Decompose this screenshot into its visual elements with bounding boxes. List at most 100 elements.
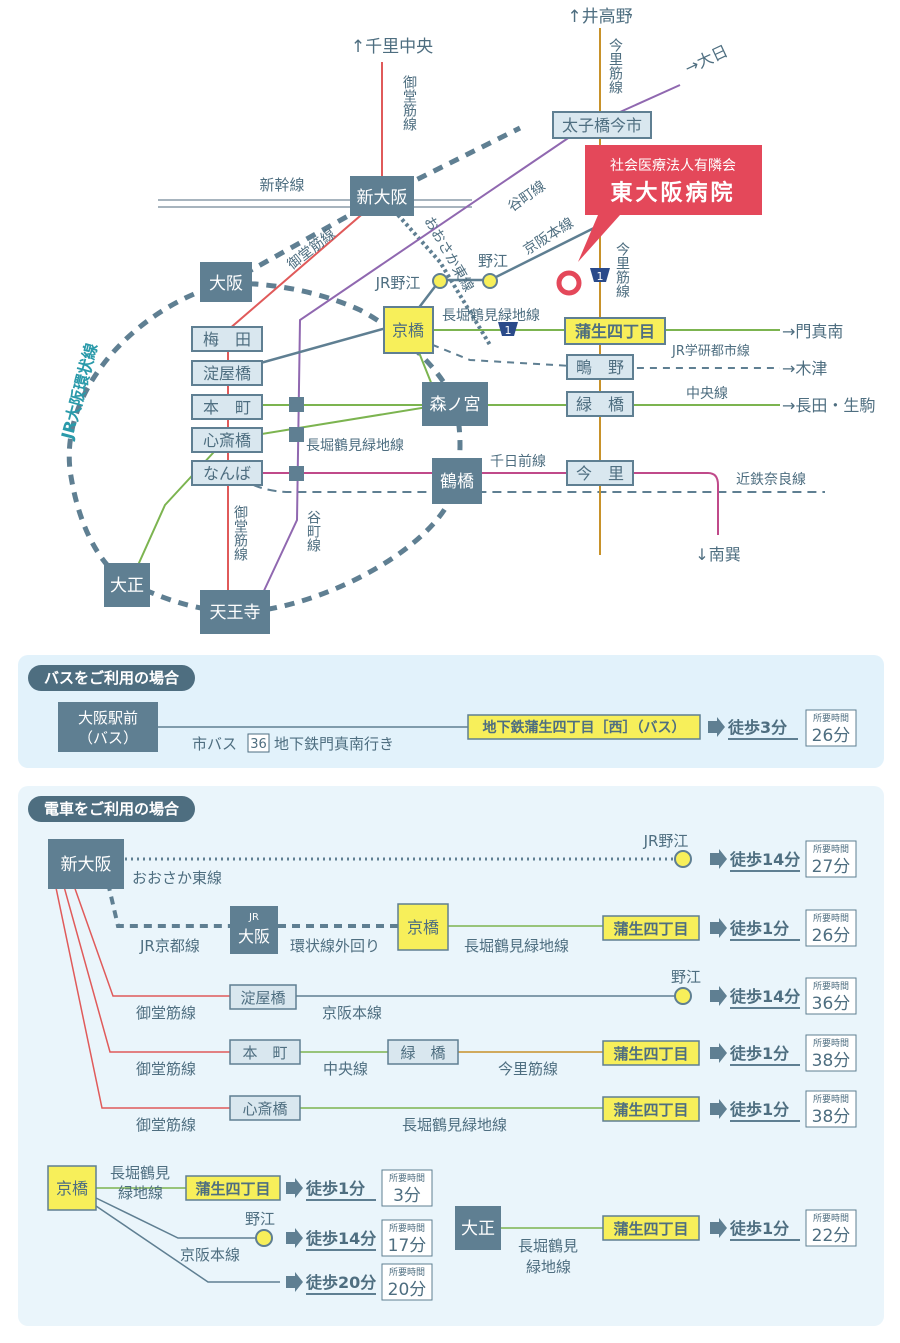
svg-text:新大阪: 新大阪 (357, 188, 408, 208)
station-namba: なんば (191, 460, 263, 486)
label-tanimachi-bottom: 谷町線 (305, 510, 321, 552)
time-caption: 所要時間 (813, 1213, 849, 1224)
dest-itakano: ↑井高野 (567, 7, 632, 27)
svg-text:大正: 大正 (461, 1219, 495, 1239)
station-taisho: 大正 (104, 563, 150, 607)
walk-time-k2: 徒歩14分所要時間17分 (286, 1219, 433, 1257)
label-kintetsu: 近鉄奈良線 (736, 472, 806, 488)
label-loop-outer: 環状線外回り (290, 937, 380, 955)
node-gamo-3: 蒲生四丁目 (602, 1096, 700, 1122)
svg-text:心斎橋: 心斎橋 (242, 1100, 287, 1118)
arrow-icon (710, 1218, 727, 1238)
node-yodoyabashi: 淀屋橋 (229, 984, 297, 1010)
walk-label: 徒歩20分 (305, 1273, 376, 1292)
bus-stop: 地下鉄蒲生四丁目［西］（バス） (467, 714, 701, 740)
time-value: 38分 (812, 1107, 851, 1127)
svg-text:大阪: 大阪 (209, 274, 243, 294)
dest-kizu: →木津 (782, 359, 827, 378)
node-kyobashi: 京橋 (397, 903, 449, 951)
arrow-icon (710, 1043, 727, 1063)
label-midosuji-bottom: 御堂筋線 (232, 505, 248, 561)
jr-kyoto-line (226, 125, 522, 286)
svg-text:本 町: 本 町 (242, 1044, 287, 1062)
bus-route-number: 36 (250, 737, 267, 752)
label-nagahori-4-line1: 長堀鶴見 (518, 1237, 578, 1255)
arrow-icon (286, 1272, 303, 1292)
node-shinsaibashi: 心斎橋 (229, 1095, 301, 1121)
svg-text:鶴橋: 鶴橋 (440, 472, 474, 492)
label-chuo: 中央線 (323, 1060, 368, 1078)
osaka-higashi-line (380, 195, 492, 347)
walk-time-r2: 徒歩1分所要時間26分 (710, 909, 857, 947)
label-midosuji-1: 御堂筋線 (136, 1004, 196, 1022)
walk-time-t1: 徒歩1分所要時間22分 (710, 1209, 857, 1247)
station-tennoji: 天王寺 (200, 590, 270, 634)
label-chuo: 中央線 (686, 386, 728, 402)
time-caption: 所要時間 (813, 844, 849, 855)
nagahori-line (129, 329, 780, 584)
bus-route-prefix: 市バス (192, 735, 237, 753)
node-shin-osaka: 新大阪 (48, 839, 124, 889)
label-imazatosuji-top: 今里筋線 (607, 38, 623, 94)
svg-text:蒲生四丁目: 蒲生四丁目 (195, 1180, 270, 1198)
svg-text:蒲生四丁目: 蒲生四丁目 (575, 322, 655, 341)
station-umeda: 梅 田 (191, 326, 263, 352)
node-noe-2: 野江 (245, 1210, 275, 1247)
time-caption: 所要時間 (813, 1038, 849, 1049)
walk-time-k1: 徒歩1分所要時間3分 (286, 1169, 433, 1207)
walk-label: 徒歩1分 (729, 1100, 789, 1119)
walk-time-r4: 徒歩1分所要時間38分 (710, 1034, 857, 1072)
svg-text:地下鉄蒲生四丁目［西］（バス）: 地下鉄蒲生四丁目［西］（バス） (483, 719, 686, 736)
svg-text:京橋: 京橋 (407, 918, 439, 937)
bus-walk: 徒歩3分 (727, 718, 787, 737)
svg-text:大正: 大正 (110, 576, 144, 596)
time-value: 3分 (393, 1186, 421, 1206)
svg-text:淀屋橋: 淀屋橋 (240, 989, 285, 1007)
label-midosuji-3: 御堂筋線 (136, 1116, 196, 1134)
node-honmachi: 本 町 (229, 1039, 301, 1065)
svg-text:梅 田: 梅 田 (203, 330, 251, 349)
exit-badge-1-right: 1 (590, 268, 610, 283)
walk-label: 徒歩1分 (729, 919, 789, 938)
label-keihan-1: 京阪本線 (322, 1004, 382, 1022)
walk-time-k3: 徒歩20分所要時間20分 (286, 1263, 433, 1301)
node-gamo-5: 蒲生四丁目 (602, 1215, 700, 1241)
station-osaka: 大阪 (200, 262, 252, 302)
hospital-callout: 社会医療法人有隣会 東大阪病院 (578, 145, 762, 262)
label-nagahori-mid: 長堀鶴見緑地線 (306, 437, 404, 454)
node-jr-noe: JR野江 (643, 832, 692, 868)
svg-text:1: 1 (505, 324, 512, 337)
hospital-marker-icon (556, 270, 582, 296)
station-morinomiya: 森ノ宮 (422, 382, 488, 426)
station-gamo: 蒲生四丁目 (564, 317, 666, 345)
svg-text:森ノ宮: 森ノ宮 (430, 395, 481, 415)
time-value: 26分 (812, 926, 851, 946)
bus-time: 26分 (812, 726, 851, 746)
bus-section-title: バスをご利用の場合 (28, 665, 196, 691)
arrow-icon (708, 717, 725, 737)
svg-text:新大阪: 新大阪 (61, 855, 112, 875)
time-value: 22分 (812, 1226, 851, 1246)
label-keihan-2: 京阪本線 (180, 1246, 240, 1264)
node-midoribashi: 緑 橋 (387, 1039, 459, 1065)
svg-text:1: 1 (597, 270, 604, 283)
svg-text:心斎橋: 心斎橋 (203, 431, 251, 450)
time-value: 20分 (388, 1280, 427, 1300)
time-value: 38分 (812, 1051, 851, 1071)
time-caption: 所要時間 (389, 1223, 425, 1234)
node-gamo-2: 蒲生四丁目 (602, 1040, 700, 1066)
label-nagahori-3-line1: 長堀鶴見 (110, 1164, 170, 1182)
label-osaka-higashi: おおさか東線 (421, 214, 477, 295)
node-kyobashi-2: 京橋 (47, 1165, 97, 1211)
svg-text:なんば: なんば (203, 464, 251, 483)
jr-noe-dot (432, 273, 448, 289)
bus-route-suffix: 地下鉄門真南行き (274, 735, 394, 753)
walk-time-r1: 徒歩14分所要時間27分 (710, 840, 857, 878)
time-caption: 所要時間 (813, 981, 849, 992)
arrow-icon (710, 986, 727, 1006)
node-noe-1: 野江 (671, 968, 701, 1005)
train-section-title: 電車をご利用の場合 (28, 796, 196, 822)
dest-senri: ↑千里中央 (351, 37, 433, 57)
label-osaka-higashi: おおさか東線 (132, 869, 222, 887)
svg-text:蒲生四丁目: 蒲生四丁目 (613, 920, 688, 938)
